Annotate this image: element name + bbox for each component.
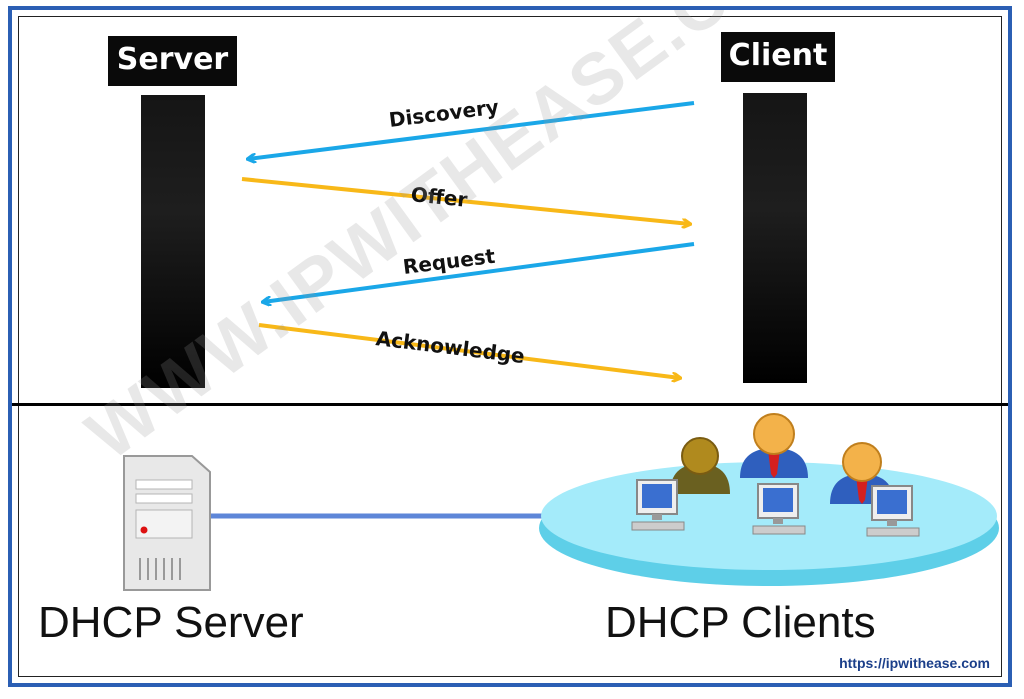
user-icon <box>740 413 808 478</box>
diagram-inner-border <box>18 16 1002 677</box>
client-timeline-bar <box>743 93 807 383</box>
source-url: https://ipwithease.com <box>839 655 990 671</box>
client-label: Client <box>721 32 835 82</box>
section-divider <box>12 403 1008 406</box>
user-icon <box>670 437 730 494</box>
discovery-arrow <box>248 101 695 159</box>
dhcp-clients-title: DHCP Clients <box>605 598 876 647</box>
offer-arrow <box>241 177 690 224</box>
message-arrows <box>123 101 999 591</box>
desktop-computer-icon <box>866 485 920 537</box>
diagram-frame: Server Client <box>8 6 1012 687</box>
server-label: Server <box>108 36 237 86</box>
dhcp-server-title: DHCP Server <box>38 598 304 647</box>
desktop-computer-icon <box>631 479 685 531</box>
request-arrow <box>263 242 695 302</box>
desktop-computer-icon <box>752 483 806 535</box>
acknowledge-arrow <box>258 323 680 378</box>
server-tower-icon <box>123 455 211 591</box>
server-timeline-bar <box>141 95 205 388</box>
